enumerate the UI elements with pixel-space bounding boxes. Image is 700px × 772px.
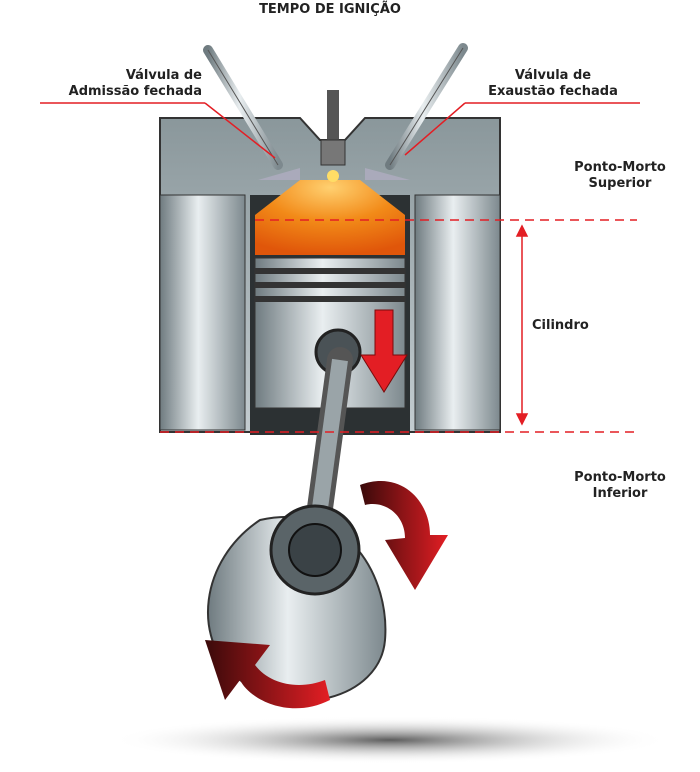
exhaust-valve-label: Válvula de Exaustão fechada [468,68,638,100]
down-arrow-icon [360,309,408,393]
combustion-chamber [255,180,405,255]
shadow [110,716,670,764]
intake-line1: Válvula de [125,68,202,83]
intake-valve-label: Válvula de Admissão fechada [40,68,202,100]
diagram-title: TEMPO DE IGNIÇÃO [259,2,401,17]
bdc-line2: Inferior [592,486,648,501]
tdc-line1: Ponto-Morto [574,160,666,175]
exhaust-line2: Exaustão fechada [488,84,618,99]
exhaust-valve [365,43,468,180]
bdc-line1: Ponto-Morto [574,470,666,485]
spark-plug [320,90,346,182]
intake-valve [203,45,300,180]
bdc-label: Ponto-Morto Inferior [560,470,680,502]
rotation-arrow-icon [360,481,448,590]
reference-lines [40,102,640,433]
tdc-label: Ponto-Morto Superior [560,160,680,192]
tdc-line2: Superior [588,176,652,191]
rotation-arrow-icon [205,640,330,709]
intake-line2: Admissão fechada [68,84,202,99]
cylinder-label: Cilindro [532,318,589,333]
exhaust-line1: Válvula de [514,68,592,83]
